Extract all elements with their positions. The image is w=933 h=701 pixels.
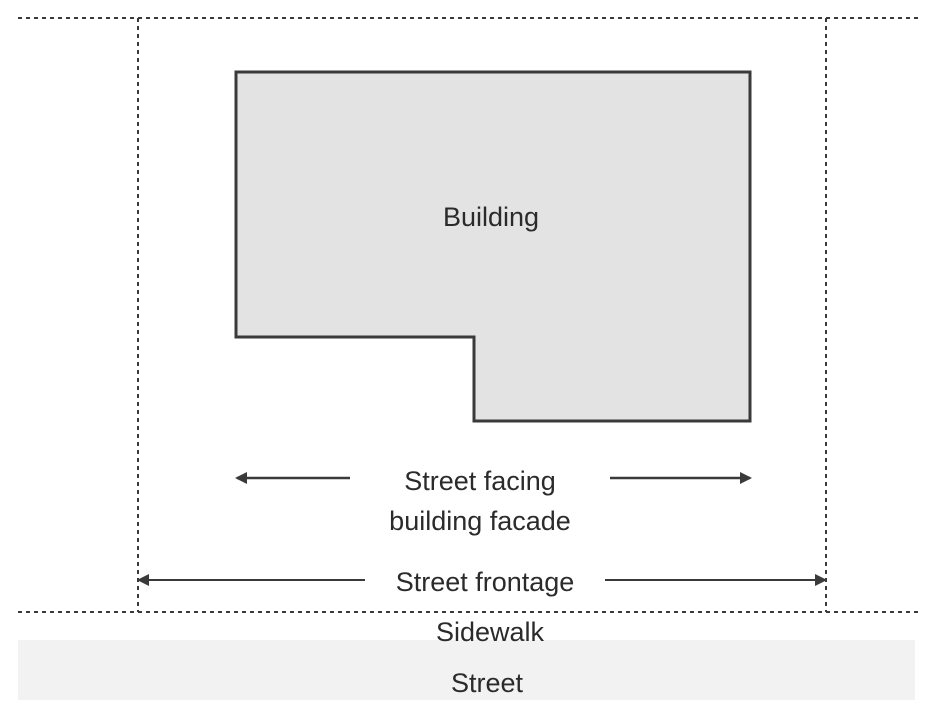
frontage-label: Street frontage	[396, 567, 575, 597]
facade-label-line1: Street facing	[404, 466, 556, 496]
building-label: Building	[443, 202, 539, 232]
facade-label-line2: building facade	[389, 506, 571, 536]
street-label: Street	[451, 668, 524, 698]
building-footprint	[234, 70, 752, 423]
sidewalk-label: Sidewalk	[436, 617, 545, 647]
street-band	[18, 640, 915, 700]
